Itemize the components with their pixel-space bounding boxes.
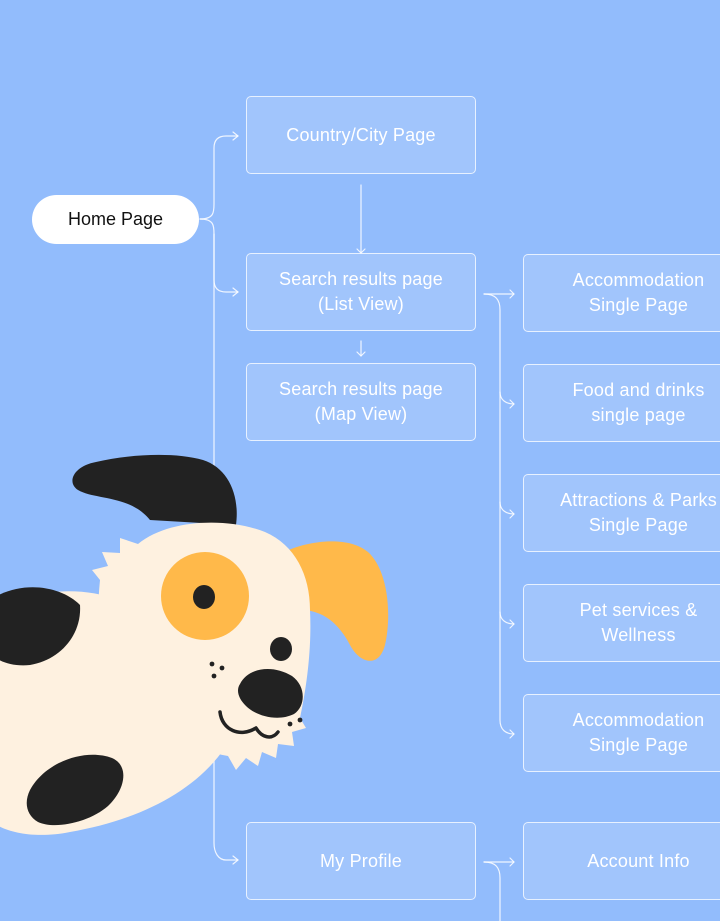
category-label-line2: Wellness [601,625,676,645]
dog-mouth [218,710,280,739]
home-page-node[interactable]: Home Page [32,195,199,244]
dog-left-eye [193,585,215,609]
account-info-label: Account Info [587,850,690,871]
category-label-line1: Accommodation [572,270,705,290]
search-list-label-line1: Search results page [279,269,443,289]
dog-right-ear [278,541,389,661]
dog-nose [238,669,303,718]
category-label-line2: Single Page [588,515,689,535]
accommodation-single-page-node[interactable]: Accommodation Single Page [523,254,720,332]
dog-left-ear [72,454,237,525]
search-map-label-line1: Search results page [279,379,443,399]
country-city-label: Country/City Page [286,124,436,145]
dog-back-spot [0,587,81,666]
category-label-line1: Attractions & Parks [560,490,717,510]
home-page-label: Home Page [67,209,164,229]
dog-illustration [0,454,389,835]
category-label-line2: single page [591,405,686,425]
category-label-line2: Single Page [588,295,689,315]
account-info-node[interactable]: Account Info [523,822,720,900]
category-label-line1: Pet services & [579,600,698,620]
category-label-line1: Food and drinks [572,380,705,400]
attractions-parks-single-page-node[interactable]: Attractions & Parks Single Page [523,474,720,552]
category-label-line1: Accommodation [572,710,705,730]
search-results-map-node[interactable]: Search results page (Map View) [246,363,476,441]
dog-lower-spot [26,754,124,826]
category-label-line2: Single Page [588,735,689,755]
accommodation-single-page-node-2[interactable]: Accommodation Single Page [523,694,720,772]
my-profile-node[interactable]: My Profile [246,822,476,900]
search-list-label-line2: (List View) [318,294,404,314]
search-map-label-line2: (Map View) [314,404,408,424]
food-drinks-single-page-node[interactable]: Food and drinks single page [523,364,720,442]
pet-services-wellness-node[interactable]: Pet services & Wellness [523,584,720,662]
dog-right-eye [270,637,292,661]
my-profile-label: My Profile [319,850,402,871]
country-city-page-node[interactable]: Country/City Page [246,96,476,174]
search-results-list-node[interactable]: Search results page (List View) [246,253,476,331]
